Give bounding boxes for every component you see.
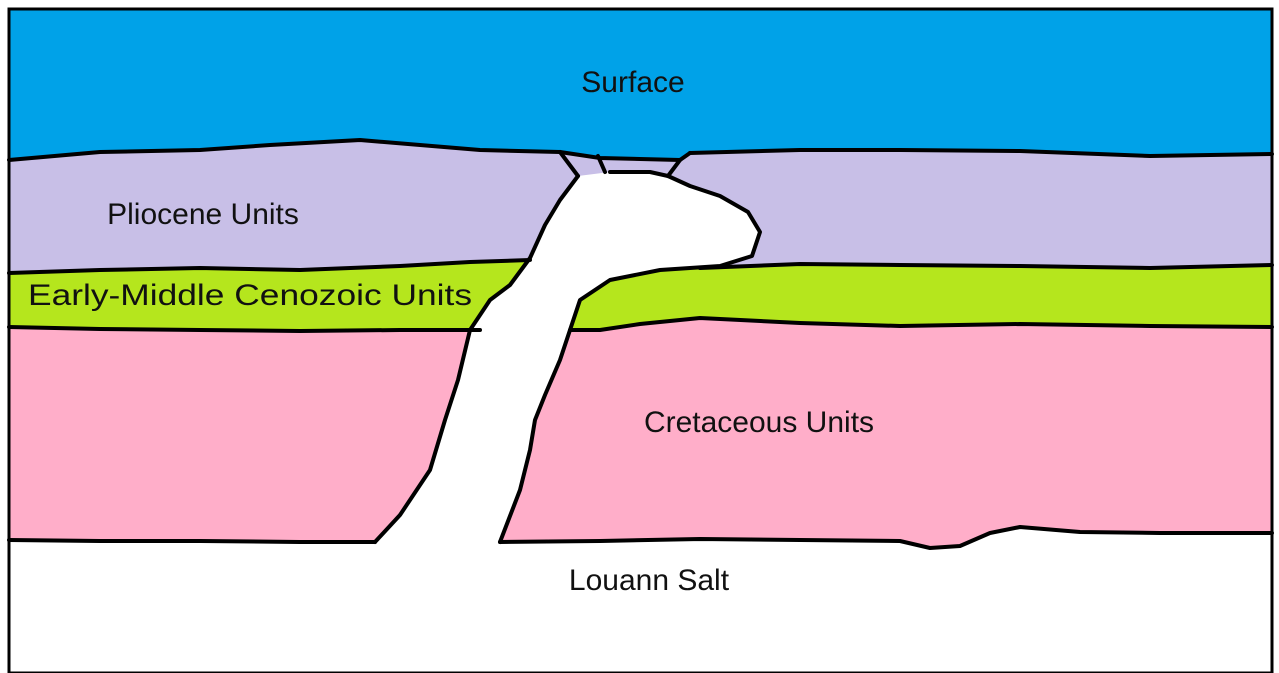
label-surface: Surface <box>581 66 684 99</box>
louann-salt-bed <box>9 527 1272 673</box>
cretaceous-salt-boundary-left <box>9 540 375 542</box>
label-early-middle-cenozoic-units: Early-Middle Cenozoic Units <box>28 279 472 312</box>
cretaceous-layer <box>9 318 1272 548</box>
label-louann-salt: Louann Salt <box>569 564 730 597</box>
label-pliocene-units: Pliocene Units <box>107 198 299 231</box>
label-cretaceous-units: Cretaceous Units <box>644 406 874 439</box>
